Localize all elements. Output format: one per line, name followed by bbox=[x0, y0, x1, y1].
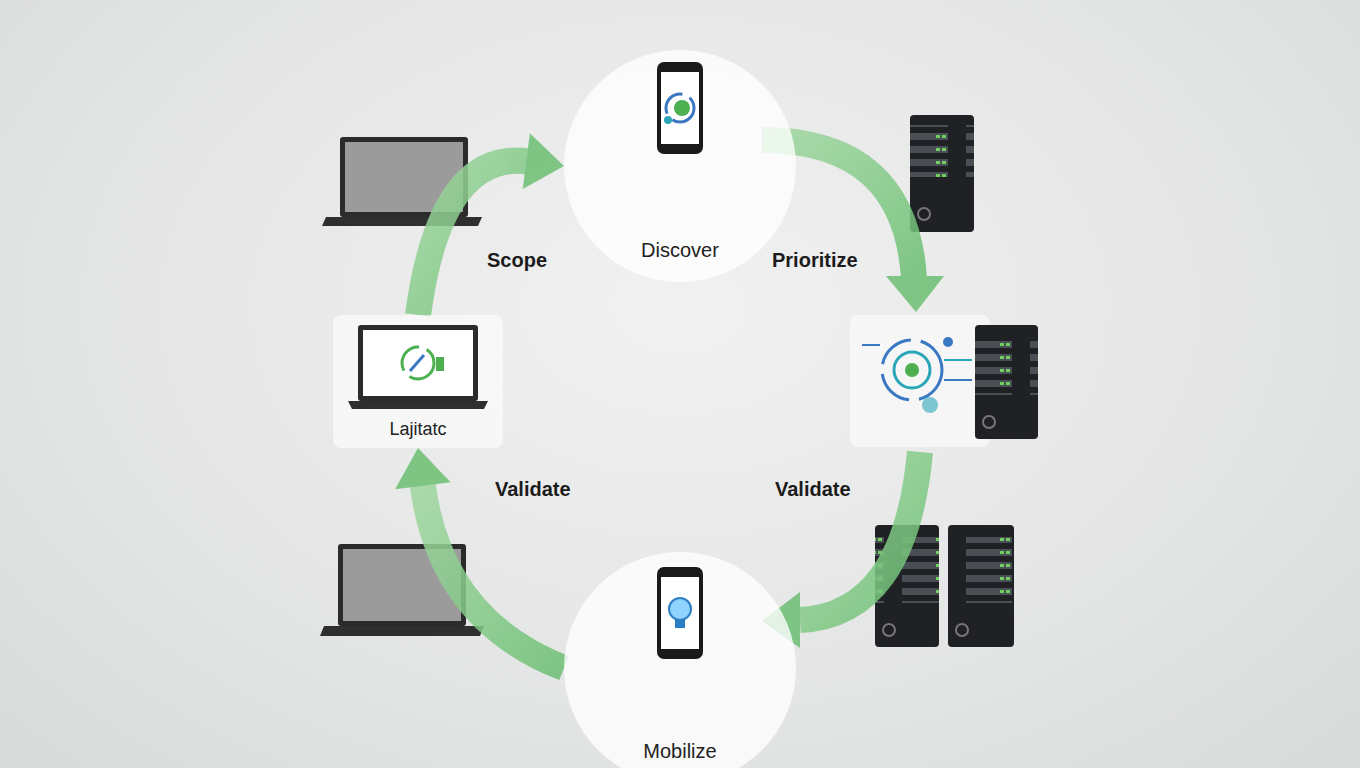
arrow-label: Validate bbox=[775, 478, 851, 501]
arrow-head bbox=[395, 448, 451, 489]
server-tower bbox=[910, 115, 974, 232]
stage-box: Lajitatc bbox=[333, 315, 503, 448]
sync-icon bbox=[402, 347, 434, 379]
arrow-head bbox=[523, 133, 564, 189]
arrow-body bbox=[418, 161, 528, 315]
node-label: Lajitatc bbox=[333, 419, 503, 440]
arrow-label: Validate bbox=[495, 478, 571, 501]
phone-screen bbox=[661, 72, 699, 144]
node-label: Discover bbox=[563, 239, 797, 262]
stage-box-shape bbox=[333, 315, 503, 448]
phone-screen bbox=[661, 577, 699, 649]
phone-icon bbox=[657, 62, 703, 154]
stage-circle-shape bbox=[564, 552, 796, 768]
sync-icon bbox=[410, 355, 424, 371]
arrow-label: Prioritize bbox=[772, 249, 858, 272]
laptop-screen bbox=[363, 330, 473, 396]
bulb-icon bbox=[669, 598, 691, 620]
node-label: Mobilize bbox=[563, 740, 797, 763]
arrow-body bbox=[423, 484, 564, 668]
cycle-arrow bbox=[762, 452, 920, 648]
stage-circle: Discover bbox=[563, 40, 797, 292]
bulb-icon bbox=[675, 620, 685, 628]
laptop-base bbox=[348, 401, 488, 409]
sync-icon bbox=[664, 116, 672, 124]
cycle-arrow bbox=[418, 133, 564, 315]
stage-circle-shape bbox=[564, 50, 796, 282]
server-tower bbox=[948, 525, 1014, 647]
sync-icon bbox=[674, 100, 690, 116]
node-shape bbox=[563, 545, 797, 768]
sync-icon bbox=[436, 357, 444, 371]
network-panel bbox=[850, 315, 1038, 447]
arrow-label: Scope bbox=[487, 249, 547, 272]
phone-icon bbox=[657, 567, 703, 659]
laptop-icon bbox=[358, 325, 478, 401]
stage-circle: Mobilize bbox=[563, 545, 797, 768]
